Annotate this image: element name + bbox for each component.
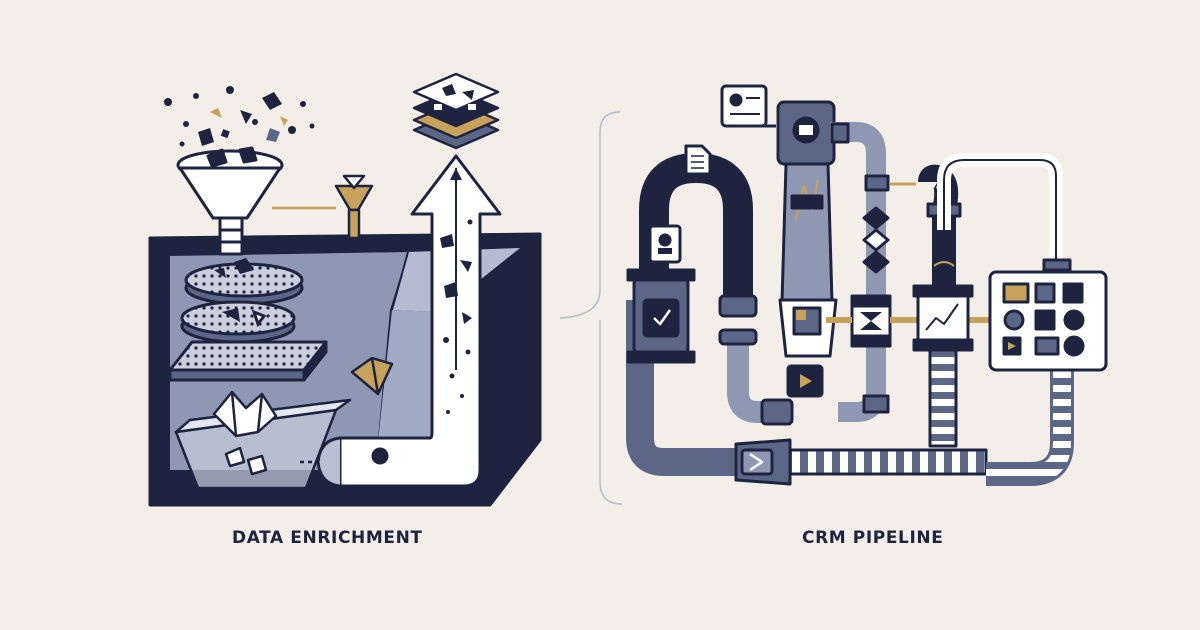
up-arrow-icon [316, 154, 502, 488]
sieve-icon [180, 300, 296, 344]
grid-filter-icon [168, 340, 328, 382]
layer-stack-icon [412, 72, 500, 150]
data-enrichment-label: DATA ENRICHMENT [232, 528, 423, 548]
dashboard-panel-icon [988, 270, 1108, 372]
chevron-icon [850, 294, 892, 348]
data-enrichment-diagram [148, 72, 542, 507]
central-vessel [776, 100, 838, 358]
checklist-icon [626, 268, 696, 364]
connector-bracket [559, 111, 623, 505]
chart-icon [912, 284, 974, 352]
funnel-icon [176, 146, 284, 256]
data-particles [164, 86, 315, 147]
contact-card-icon [720, 84, 776, 128]
play-icon [786, 364, 824, 398]
crm-pipeline-diagram [626, 84, 1108, 486]
document-icon [684, 144, 712, 176]
crm-pipeline-label: CRM PIPELINE [802, 528, 944, 548]
small-funnel-icon [272, 174, 374, 240]
contact-card-icon [648, 224, 682, 264]
chevron-icon [734, 438, 792, 486]
crystal-bin-icon [174, 390, 352, 490]
gem-icon [350, 356, 394, 396]
sieve-icon [184, 258, 304, 306]
